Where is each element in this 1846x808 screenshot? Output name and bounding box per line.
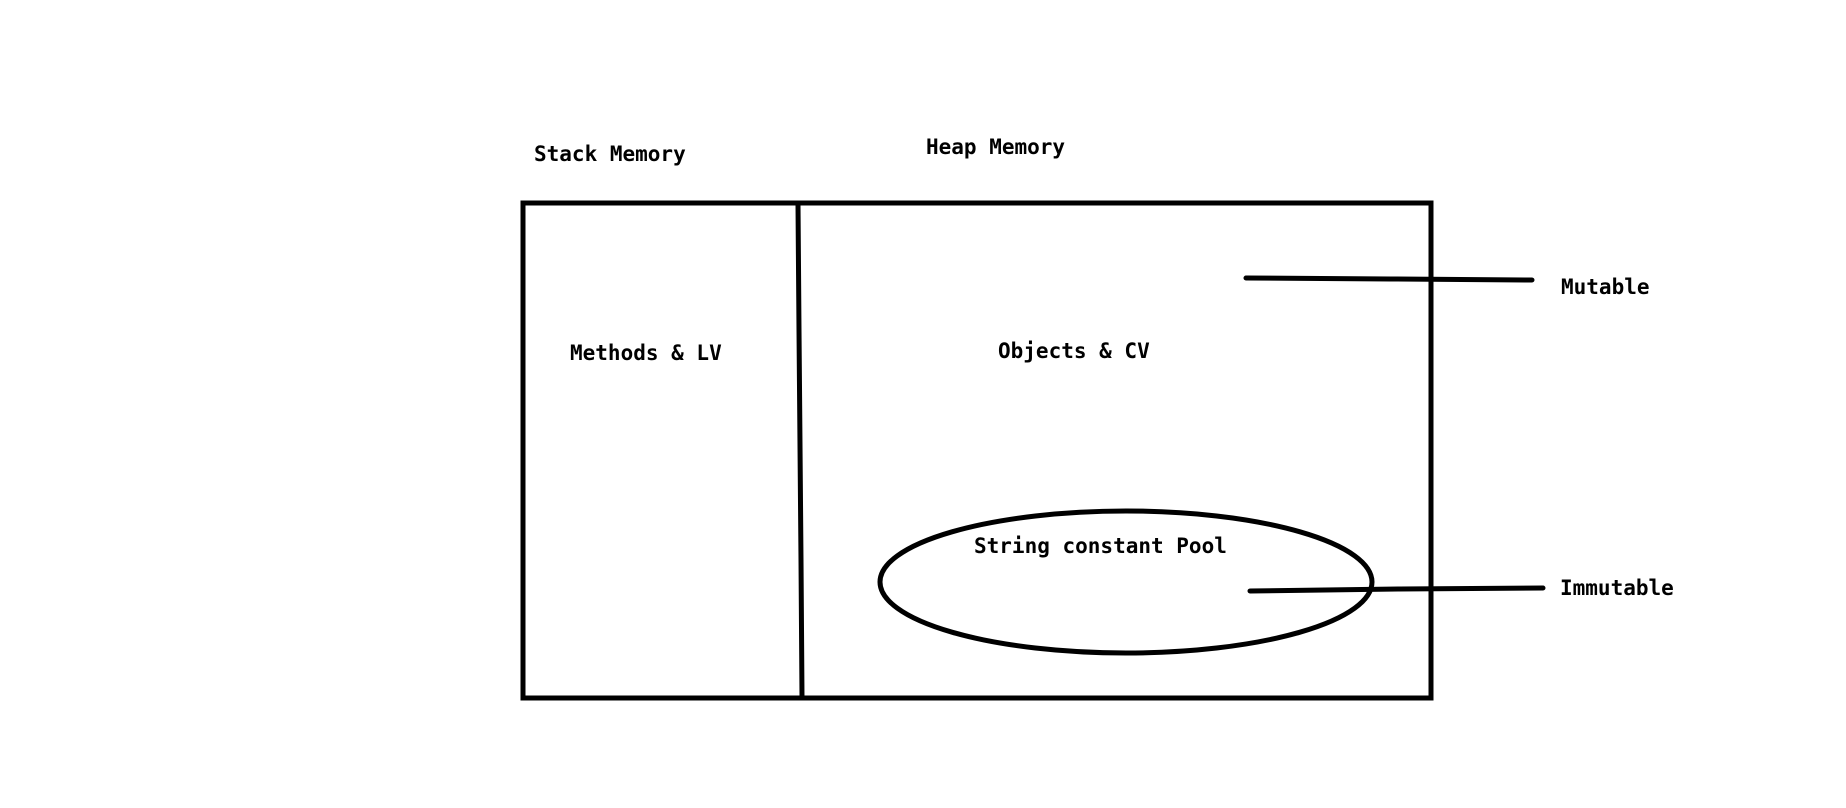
heap-memory-label: Heap Memory <box>926 135 1066 159</box>
methods-lv-label: Methods & LV <box>570 341 722 365</box>
stack-memory-label: Stack Memory <box>534 142 686 166</box>
string-pool-label: String constant Pool <box>974 534 1227 558</box>
stack-heap-divider <box>795 201 805 700</box>
immutable-pointer-line <box>1247 585 1546 594</box>
mutable-label: Mutable <box>1561 275 1650 299</box>
objects-cv-label: Objects & CV <box>998 339 1150 363</box>
immutable-label: Immutable <box>1560 576 1674 600</box>
memory-outer-box <box>520 200 1434 701</box>
mutable-pointer-line <box>1243 275 1535 283</box>
string-pool-ellipse <box>877 508 1375 656</box>
